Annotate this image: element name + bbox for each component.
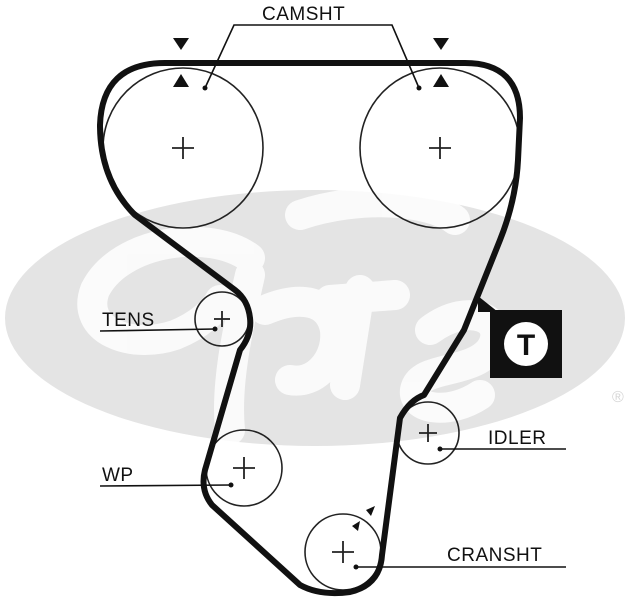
leader-camsht	[204, 24, 420, 89]
label-camsht: CAMSHT	[262, 4, 345, 25]
leader-wp	[99, 484, 232, 487]
timing-belt	[97, 60, 523, 597]
leader-tens	[99, 328, 216, 332]
label-tens: TENS	[102, 310, 155, 331]
timing-marks	[173, 38, 449, 531]
label-wp: WP	[102, 465, 134, 486]
leader-lines	[99, 24, 566, 568]
label-idler: IDLER	[488, 428, 546, 449]
timing-mark-right-top	[433, 38, 449, 50]
timing-mark-crank-inner	[352, 521, 360, 531]
timing-mark-right-bottom	[433, 74, 449, 87]
timing-mark-crank-outer	[366, 506, 375, 516]
timing-mark-left-top	[173, 38, 189, 50]
registered-mark: ®	[612, 389, 624, 406]
tensioner-marker-badge: T	[478, 296, 562, 378]
timing-mark-left-bottom	[173, 74, 189, 87]
tensioner-marker-letter: T	[517, 329, 535, 362]
gates-watermark-logo: ®	[5, 187, 625, 446]
center-crosses	[172, 137, 451, 563]
label-cransht: CRANSHT	[447, 545, 542, 566]
